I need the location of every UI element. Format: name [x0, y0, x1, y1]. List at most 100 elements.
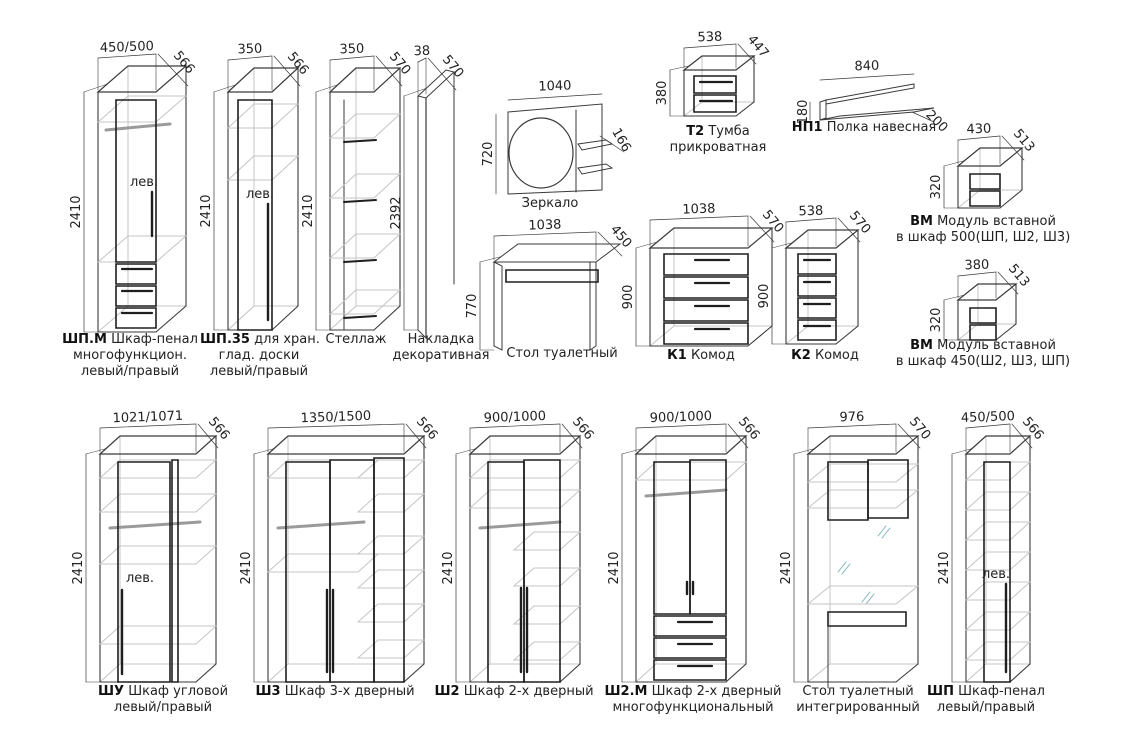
- drawer-front: [663, 299, 749, 322]
- drawer-front: [797, 275, 837, 297]
- width-label: 350: [237, 42, 262, 58]
- width-dim-line: [507, 93, 603, 101]
- width-label: 450/500: [961, 409, 1016, 426]
- dim-extension: [403, 87, 427, 97]
- name2-shp-35: глад. доски: [218, 348, 300, 363]
- dim-extension: [315, 84, 339, 93]
- drawer-front: [663, 322, 749, 345]
- shelf: [98, 545, 218, 565]
- name2-vm500: в шкаф 500(ШП, Ш2, Ш3): [896, 230, 1071, 245]
- back-edge: [957, 323, 979, 341]
- name-vm450: Модуль вставной: [937, 338, 1056, 353]
- width-dim-line: [807, 423, 897, 429]
- width-dim-line: [635, 423, 727, 429]
- shelf: [356, 603, 426, 623]
- shelf: [964, 461, 1032, 481]
- back-edge: [785, 325, 809, 345]
- shelf: [98, 459, 218, 479]
- side-edge: [735, 101, 755, 117]
- side-edge: [195, 663, 217, 683]
- code-t2: Т2: [686, 124, 705, 139]
- drawer-front: [115, 263, 157, 285]
- shelf-edge: [343, 259, 377, 263]
- shelf: [356, 639, 426, 659]
- name2-vm450: в шкаф 450(Ш2, Ш3, ШП): [895, 354, 1071, 369]
- side-label: лев.: [126, 571, 154, 586]
- shelf: [964, 491, 1032, 511]
- back-edge: [469, 663, 491, 683]
- top-panel: [964, 435, 1032, 455]
- shelf: [356, 459, 426, 479]
- side-label: лев.: [130, 175, 158, 190]
- shelf: [96, 95, 188, 123]
- caption-sh2: Ш2 Шкаф 2-х дверный: [430, 684, 598, 700]
- mirror-glint: [865, 593, 875, 605]
- depth-dim-line: [375, 55, 403, 87]
- width-label: 840: [854, 59, 879, 75]
- shelf: [806, 585, 920, 605]
- shelf: [468, 459, 582, 479]
- panel-edge: [417, 329, 427, 339]
- hanger-rod: [644, 488, 728, 498]
- height-label: 2392: [389, 196, 404, 229]
- shelf: [634, 461, 748, 481]
- name-shp-m: Шкаф-пенал: [111, 332, 198, 347]
- depth-dim-line: [837, 217, 861, 243]
- mirror-panel: [507, 103, 603, 195]
- height-label: 320: [929, 175, 944, 200]
- hanger-rod: [478, 520, 562, 530]
- drawer-front: [969, 307, 997, 324]
- name-np1: Полка навесная: [826, 120, 937, 135]
- shelf: [356, 569, 426, 589]
- height-label: 2410: [441, 551, 456, 584]
- back-edge: [227, 305, 255, 331]
- door-panel: [115, 99, 157, 263]
- upper-door: [827, 461, 869, 521]
- width-label: 1021/1071: [112, 409, 183, 426]
- side-edge: [271, 305, 299, 331]
- width-label: 900/1000: [649, 409, 712, 426]
- width-dim-line: [785, 217, 837, 223]
- drawer-front: [653, 615, 727, 637]
- side-edge: [895, 663, 919, 683]
- caption-sh2m: Ш2.М Шкаф 2-х дверный многофункциональны…: [598, 684, 788, 716]
- hanger-rod: [276, 520, 366, 530]
- shelf-edge: [343, 199, 377, 203]
- door-panel: [237, 99, 273, 331]
- height-label: 720: [481, 142, 496, 167]
- code-sh3: Ш3: [255, 684, 281, 699]
- caption-np1: НП1 Полка навесная: [786, 120, 942, 136]
- width-dim-line: [957, 271, 997, 277]
- caption-shu: ШУ Шкаф угловой левый/правый: [86, 684, 240, 716]
- code-vm500: ВМ: [910, 214, 933, 229]
- width-dim-line: [99, 423, 197, 429]
- mirror-glint: [841, 563, 851, 575]
- depth-dim-line: [197, 423, 219, 449]
- name-zerkalo: Зеркало: [521, 196, 579, 211]
- back-edge: [683, 101, 703, 117]
- depth-dim-line: [427, 57, 457, 91]
- code-sh2: Ш2: [434, 684, 460, 699]
- shelf: [964, 641, 1032, 661]
- height-label: 2410: [239, 551, 254, 584]
- width-dim-line: [97, 53, 157, 59]
- drawer-front: [797, 297, 837, 319]
- depth-dim-line: [911, 111, 935, 123]
- width-label: 538: [798, 204, 823, 220]
- dim-extension: [951, 448, 973, 455]
- back-edge: [957, 189, 981, 209]
- name-sh3: Шкаф 3-х дверный: [284, 684, 415, 699]
- code-shu: ШУ: [97, 684, 125, 699]
- drawer-front: [693, 75, 737, 94]
- side-edge: [835, 325, 859, 345]
- height-label: 2410: [69, 195, 84, 228]
- door-panel: [983, 461, 1011, 683]
- depth-dim-line: [561, 423, 583, 449]
- back-edge: [807, 663, 831, 683]
